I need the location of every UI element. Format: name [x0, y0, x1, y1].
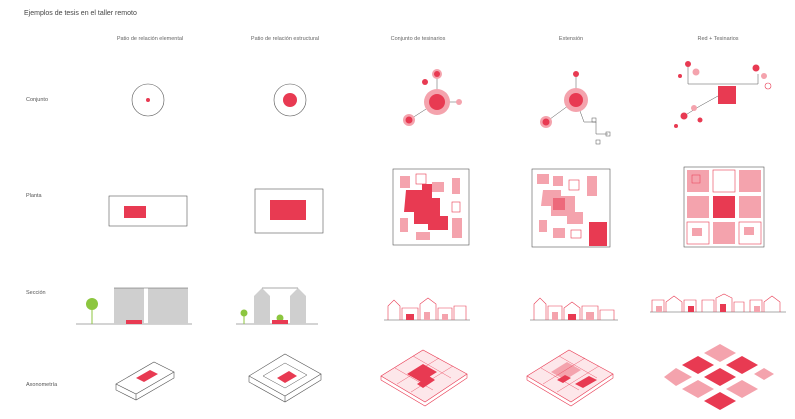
seccion-diagram-2 — [234, 282, 320, 326]
row-header-planta: Planta — [26, 193, 42, 199]
axonometria-diagram-2 — [245, 348, 325, 404]
axonometria-diagram-5 — [666, 340, 776, 410]
row-header-seccion: Sección — [26, 290, 46, 296]
seccion-diagram-1 — [74, 282, 194, 326]
conjunto-diagram-2 — [270, 80, 310, 120]
seccion-diagram-3 — [382, 292, 472, 322]
planta-diagram-1 — [108, 195, 188, 227]
conjunto-diagram-5 — [670, 56, 775, 136]
diagram-title: Ejemplos de tesis en el taller remoto — [24, 10, 137, 17]
row-header-conjunto: Conjunto — [26, 97, 48, 103]
conjunto-diagram-4 — [536, 66, 616, 146]
row-header-axonometria: Axonometría — [26, 382, 57, 388]
seccion-diagram-5 — [648, 290, 788, 316]
column-header-3: Conjunto de tesinarios — [363, 36, 473, 43]
seccion-diagram-4 — [528, 292, 620, 322]
axonometria-diagram-4 — [523, 344, 617, 408]
column-header-2: Patio de relación estructural — [230, 36, 340, 43]
column-header-4: Extensión — [516, 36, 626, 43]
axonometria-diagram-1 — [110, 356, 180, 400]
column-header-5: Red + Tesinarios — [663, 36, 773, 43]
column-header-1: Patio de relación elemental — [95, 36, 205, 43]
planta-diagram-5 — [683, 166, 765, 248]
planta-diagram-3 — [392, 168, 470, 246]
planta-diagram-2 — [254, 188, 324, 234]
conjunto-diagram-1 — [128, 80, 168, 120]
planta-diagram-4 — [531, 168, 611, 248]
conjunto-diagram-3 — [395, 62, 470, 132]
axonometria-diagram-3 — [377, 344, 471, 408]
